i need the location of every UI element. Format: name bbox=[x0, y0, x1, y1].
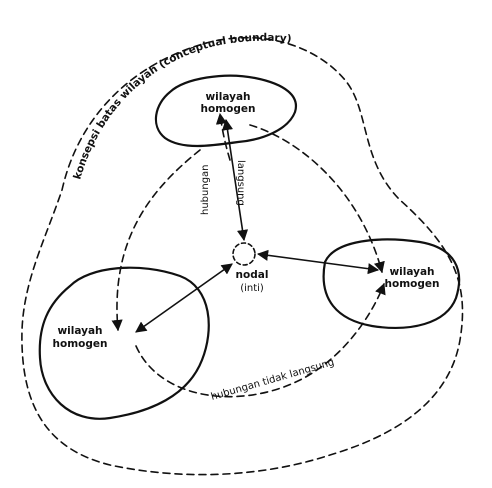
nodal-label-1: nodal bbox=[236, 269, 269, 281]
region-right-label-1: wilayah bbox=[389, 266, 434, 278]
region-left-label-2: homogen bbox=[53, 338, 108, 350]
direct-link-label-1: hubungan bbox=[200, 164, 211, 215]
boundary-label-text: konsepsi batas wilayah (conceptual bound… bbox=[71, 32, 292, 181]
direct-link-label-2: langsung bbox=[235, 160, 246, 206]
region-left-label-1: wilayah bbox=[57, 325, 102, 337]
region-top-label-1: wilayah bbox=[205, 91, 250, 103]
direct-link-top bbox=[221, 118, 249, 242]
nodal-label-2: (inti) bbox=[240, 283, 264, 294]
indirect-link-left-to-right bbox=[135, 282, 386, 398]
indirect-link-arrow-top bbox=[215, 112, 231, 161]
region-right-shape bbox=[322, 238, 461, 329]
direct-link-left bbox=[135, 263, 233, 333]
boundary-label: konsepsi batas wilayah (conceptual bound… bbox=[71, 32, 292, 181]
region-top-label-2: homogen bbox=[201, 103, 256, 115]
nodal-core bbox=[232, 242, 256, 266]
region-right-label-2: homogen bbox=[385, 278, 440, 290]
indirect-link-top-to-left bbox=[111, 149, 201, 332]
region-top-shape bbox=[154, 74, 298, 148]
indirect-link-label: hubungan tidak langsung bbox=[210, 357, 336, 403]
conceptual-boundary bbox=[21, 36, 464, 476]
direct-link-right bbox=[256, 249, 380, 275]
indirect-link-top-to-right bbox=[249, 124, 385, 274]
